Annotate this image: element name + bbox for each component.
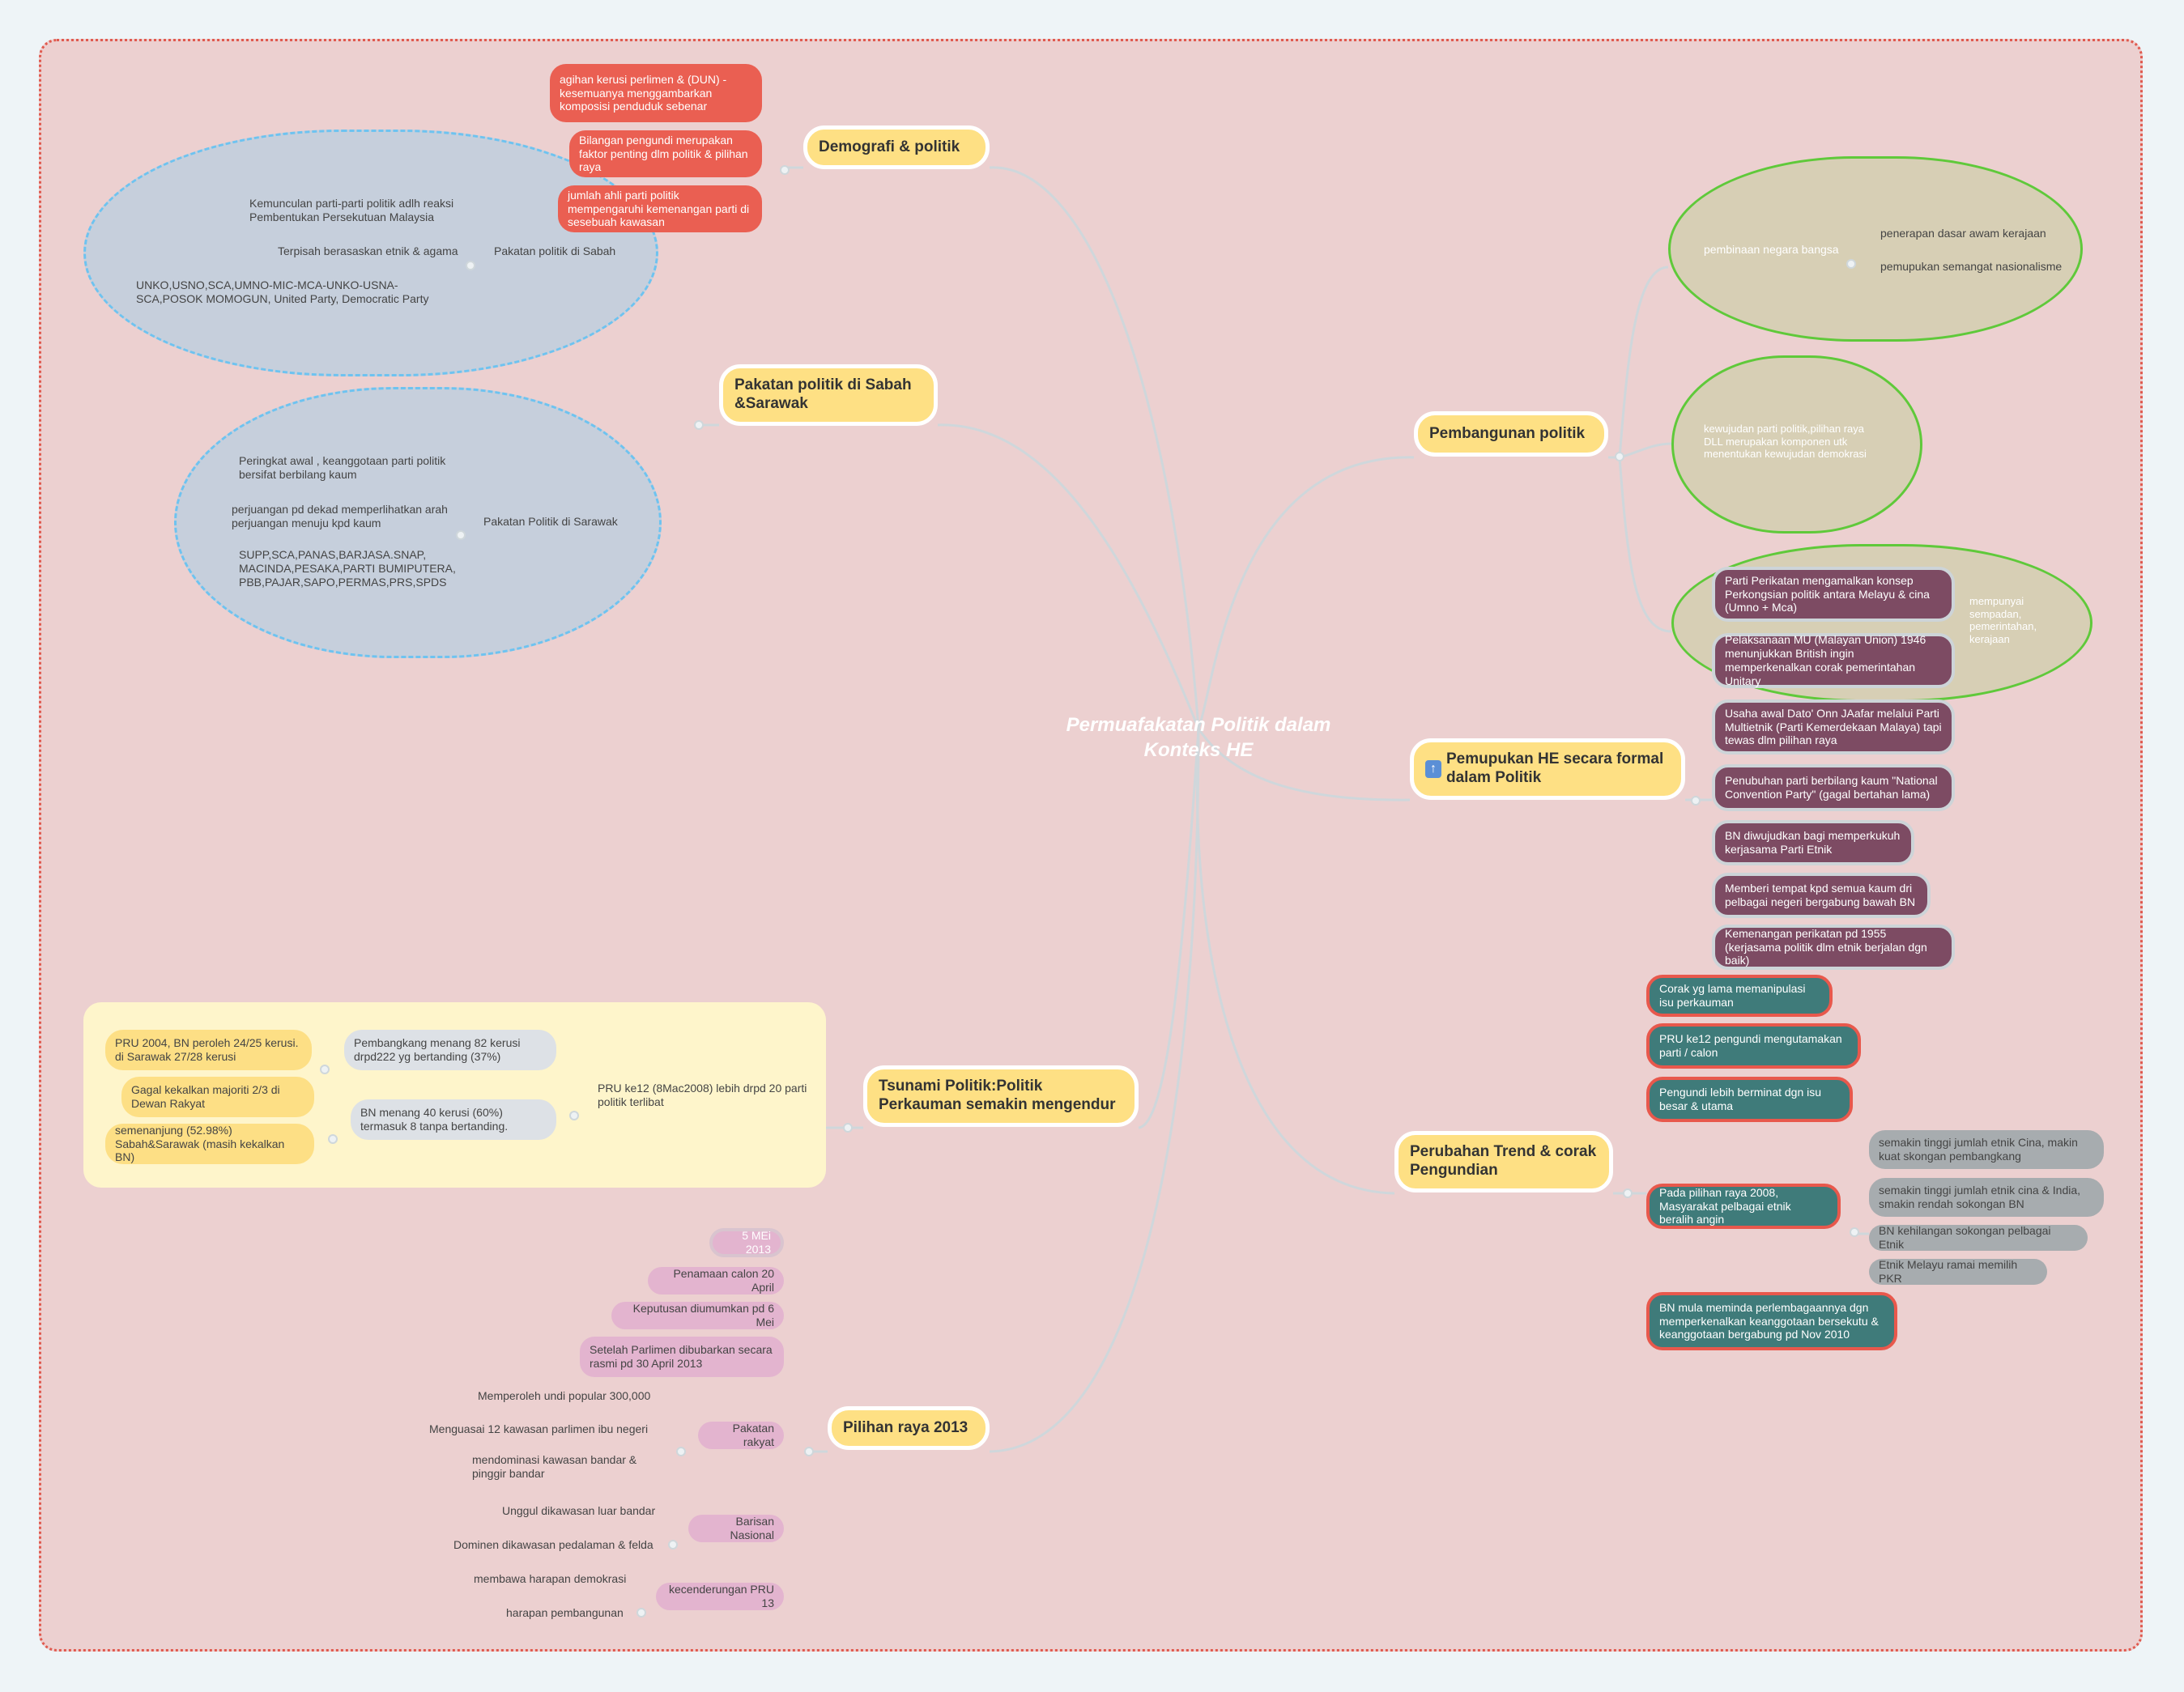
sub-2008-item[interactable]: semakin tinggi jumlah etnik Cina, makin … [1869,1130,2104,1169]
sarawak-item[interactable]: Peringkat awal , keanggotaan parti polit… [239,454,446,481]
pru13-item[interactable]: membawa harapan demokrasi [474,1572,627,1585]
pakatan-item[interactable]: Memperoleh undi popular 300,000 [478,1389,651,1402]
collapse-handle[interactable] [456,530,466,540]
negara-bangsa-item[interactable]: pemupukan semangat nasionalisme [1880,260,2063,273]
bn-item[interactable]: Dominen dikawasan pedalaman & felda [453,1538,653,1551]
collapse-handle[interactable] [1691,796,1701,806]
topic-pemupukan[interactable]: ↑ Pemupukan HE secara formal dalam Polit… [1410,738,1685,800]
sarawak-cloud [174,387,662,658]
perubahan-item[interactable]: BN mula meminda perlembagaannya dgn memp… [1646,1292,1897,1350]
collapse-handle[interactable] [780,165,790,175]
pakatan-rakyat-node[interactable]: Pakatan rakyat [698,1422,784,1449]
pembangkang-node[interactable]: Pembangkang menang 82 kerusi drpd222 yg … [344,1030,556,1070]
topic-demografi[interactable]: Demografi & politik [803,125,990,169]
negara-bangsa-item[interactable]: penerapan dasar awam kerajaan [1880,227,2046,240]
collapse-handle[interactable] [694,420,704,430]
pemupukan-item[interactable]: Pelaksanaan MU (Malayan Union) 1946 menu… [1712,633,1955,688]
demokrasi-cloud [1671,355,1922,534]
demografi-item[interactable]: Bilangan pengundi merupakan faktor penti… [569,130,762,177]
pilihan-item[interactable]: Penamaan calon 20 April [648,1267,784,1295]
perubahan-item[interactable]: PRU ke12 pengundi mengutamakan parti / c… [1646,1023,1861,1069]
collapse-handle[interactable] [804,1447,814,1456]
perubahan-item[interactable]: Pada pilihan raya 2008, Masyarakat pelba… [1646,1184,1841,1229]
perubahan-item[interactable]: Pengundi lebih berminat dgn isu besar & … [1646,1077,1853,1122]
perubahan-item[interactable]: Corak yg lama memanipulasi isu perkauman [1646,975,1833,1017]
collapse-handle[interactable] [1846,259,1856,269]
negara-bangsa-cloud [1668,156,2083,342]
sabah-label[interactable]: Pakatan politik di Sabah [494,244,616,257]
pilihan-item[interactable]: 5 MEi 2013 [709,1228,784,1257]
sabah-cloud [83,130,658,376]
pru12-label[interactable]: PRU ke12 (8Mac2008) lebih drpd 20 parti … [598,1082,807,1108]
pru13-item[interactable]: harapan pembangunan [506,1606,624,1619]
pakatan-item[interactable]: mendominasi kawasan bandar & pinggir ban… [472,1453,637,1480]
pemupukan-item[interactable]: Penubuhan parti berbilang kaum "National… [1712,764,1955,811]
topic-pakatan-sabah-sarawak[interactable]: Pakatan politik di Sabah &Sarawak [719,364,938,426]
bn-sub[interactable]: Gagal kekalkan majoriti 2/3 di Dewan Rak… [121,1077,314,1117]
demografi-item[interactable]: jumlah ahli parti politik mempengaruhi k… [558,185,762,232]
barisan-nasional-node[interactable]: Barisan Nasional [688,1515,784,1542]
sempadan-text[interactable]: mempunyai sempadan, pemerintahan, keraja… [1969,595,2037,645]
bn-node[interactable]: BN menang 40 kerusi (60%) termasuk 8 tan… [351,1099,556,1140]
pemupukan-item[interactable]: Parti Perikatan mengamalkan konsep Perko… [1712,567,1955,622]
demokrasi-text[interactable]: kewujudan parti politik,pilihan raya DLL… [1704,423,1867,461]
pilihan-item[interactable]: Keputusan diumumkan pd 6 Mei [611,1302,784,1329]
arrow-up-icon: ↑ [1425,760,1441,778]
collapse-handle[interactable] [328,1134,338,1144]
sarawak-item[interactable]: SUPP,SCA,PANAS,BARJASA.SNAP, MACINDA,PES… [239,548,456,589]
pemupukan-item[interactable]: Memberi tempat kpd semua kaum dri pelbag… [1712,873,1931,918]
collapse-handle[interactable] [676,1447,686,1456]
collapse-handle[interactable] [843,1123,853,1133]
bn-sub[interactable]: semenanjung (52.98%) Sabah&Sarawak (masi… [105,1124,314,1164]
sarawak-item[interactable]: perjuangan pd dekad memperlihatkan arah … [232,503,448,529]
collapse-handle[interactable] [320,1065,330,1074]
sabah-item[interactable]: Kemunculan parti-parti politik adlh reak… [249,197,454,223]
sarawak-label[interactable]: Pakatan Politik di Sarawak [483,515,618,528]
pembangkang-sub[interactable]: PRU 2004, BN peroleh 24/25 kerusi. di Sa… [105,1030,312,1070]
collapse-handle[interactable] [466,261,475,270]
central-topic[interactable]: Permuafakatan Politik dalam Konteks HE [1066,714,1331,762]
collapse-handle[interactable] [1850,1227,1859,1237]
topic-pembangunan[interactable]: Pembangunan politik [1414,411,1608,457]
collapse-handle[interactable] [1615,452,1624,461]
collapse-handle[interactable] [569,1111,579,1120]
sabah-item[interactable]: Terpisah berasaskan etnik & agama [278,244,458,257]
pemupukan-item[interactable]: Usaha awal Dato' Onn JAafar melalui Part… [1712,699,1955,755]
collapse-handle[interactable] [1623,1188,1633,1198]
pemupukan-item[interactable]: BN diwujudkan bagi memperkukuh kerjasama… [1712,820,1914,865]
sub-2008-item[interactable]: BN kehilangan sokongan pelbagai Etnik [1869,1224,2088,1251]
pilihan-item[interactable]: Setelah Parlimen dibubarkan secara rasmi… [580,1337,784,1377]
pru13-node[interactable]: kecenderungan PRU 13 [656,1583,784,1610]
sub-2008-item[interactable]: semakin tinggi jumlah etnik cina & India… [1869,1178,2104,1217]
pemupukan-item[interactable]: Kemenangan perikatan pd 1955 (kerjasama … [1712,925,1955,970]
negara-bangsa-label[interactable]: pembinaan negara bangsa [1704,243,1839,256]
collapse-handle[interactable] [636,1608,646,1618]
sub-2008-item[interactable]: Etnik Melayu ramai memilih PKR [1869,1258,2047,1285]
topic-perubahan[interactable]: Perubahan Trend & corak Pengundian [1394,1131,1613,1192]
topic-label: Pemupukan HE secara formal dalam Politik [1446,750,1664,786]
collapse-handle[interactable] [668,1540,678,1550]
bn-item[interactable]: Unggul dikawasan luar bandar [502,1504,656,1517]
pakatan-item[interactable]: Menguasai 12 kawasan parlimen ibu negeri [429,1422,649,1435]
topic-pilihan-raya[interactable]: Pilihan raya 2013 [828,1406,990,1450]
sabah-item[interactable]: UNKO,USNO,SCA,UMNO-MIC-MCA-UNKO-USNA-SCA… [136,278,429,305]
topic-tsunami[interactable]: Tsunami Politik:Politik Perkauman semaki… [863,1065,1139,1127]
demografi-item[interactable]: agihan kerusi perlimen & (DUN) -kesemuan… [550,64,762,122]
